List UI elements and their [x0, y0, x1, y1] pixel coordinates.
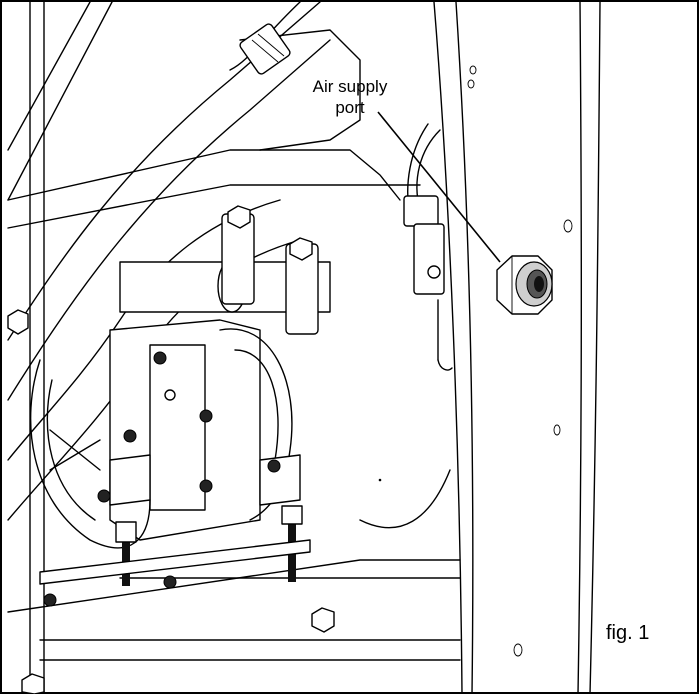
threaded-rods: [39, 505, 311, 586]
manifold-pipe: [119, 205, 331, 335]
figure-label: fig. 1: [606, 622, 650, 644]
pump-body: [30, 319, 301, 549]
callout-leader-line: [377, 111, 501, 263]
air-supply-port: [496, 255, 553, 315]
air-supply-port-callout: Air supply port: [290, 76, 410, 118]
callout-line-2: port: [335, 98, 365, 117]
side-panel: [378, 1, 601, 694]
panel-fittings: [403, 123, 453, 371]
base-bolts: [7, 309, 335, 694]
hose-fitting: [239, 23, 291, 75]
clamp-bolts: [43, 351, 281, 607]
callout-line-1: Air supply: [312, 77, 388, 96]
